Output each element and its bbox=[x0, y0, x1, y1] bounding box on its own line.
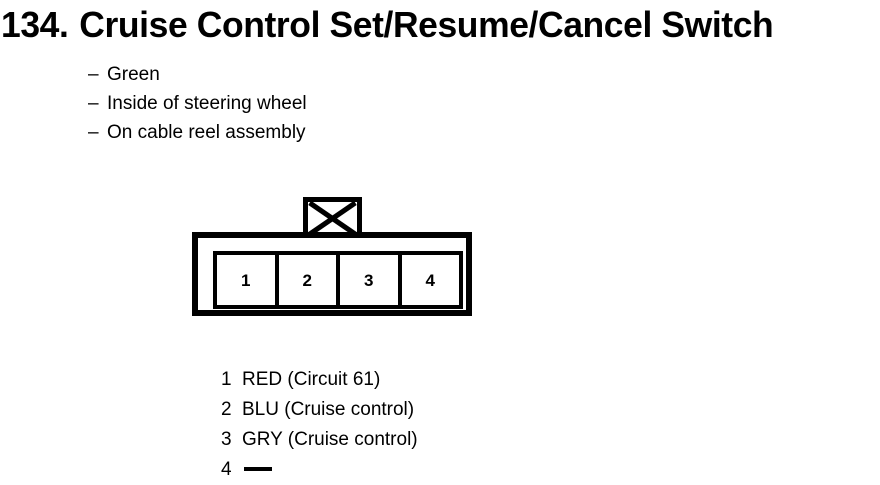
list-item-label: Green bbox=[107, 64, 160, 85]
legend-pin-number: 2 bbox=[221, 399, 232, 420]
pin-number-label: 2 bbox=[302, 270, 312, 290]
legend-empty-dash-icon bbox=[244, 467, 272, 471]
legend-pin-number: 1 bbox=[221, 369, 232, 390]
list-item: –On cable reel assembly bbox=[88, 118, 307, 147]
page-title: 134.Cruise Control Set/Resume/Cancel Swi… bbox=[1, 4, 866, 46]
pin-number-label: 4 bbox=[425, 270, 435, 290]
pin-cell-3: 3 bbox=[340, 255, 402, 305]
connector-diagram: 1 2 3 4 bbox=[192, 197, 472, 316]
legend-row: 2 BLU (Cruise control) bbox=[221, 395, 418, 425]
legend-row: 3 GRY (Cruise control) bbox=[221, 425, 418, 455]
tab-cross-icon bbox=[308, 202, 357, 235]
connector-locking-tab bbox=[303, 197, 362, 235]
bullet-dash-icon: – bbox=[88, 93, 99, 114]
specification-list: –Green –Inside of steering wheel –On cab… bbox=[88, 60, 307, 147]
legend-pin-description: RED (Circuit 61) bbox=[242, 369, 381, 390]
connector-body: 1 2 3 4 bbox=[192, 232, 472, 316]
legend-pin-description: BLU (Cruise control) bbox=[242, 399, 415, 420]
legend-row: 4 bbox=[221, 455, 418, 485]
section-number: 134. bbox=[1, 4, 69, 45]
bullet-dash-icon: – bbox=[88, 122, 99, 143]
pin-cell-1: 1 bbox=[217, 255, 279, 305]
list-item-label: On cable reel assembly bbox=[107, 122, 306, 143]
legend-row: 1 RED (Circuit 61) bbox=[221, 365, 418, 395]
list-item: –Inside of steering wheel bbox=[88, 89, 307, 118]
pin-cell-2: 2 bbox=[279, 255, 340, 305]
page-title-text: Cruise Control Set/Resume/Cancel Switch bbox=[79, 4, 774, 45]
legend-pin-number: 4 bbox=[221, 459, 232, 480]
pin-cell-4: 4 bbox=[402, 255, 460, 305]
bullet-dash-icon: – bbox=[88, 64, 99, 85]
legend-pin-number: 3 bbox=[221, 429, 232, 450]
pin-number-label: 1 bbox=[241, 270, 251, 290]
pin-number-label: 3 bbox=[364, 270, 374, 290]
legend-pin-description: GRY (Cruise control) bbox=[242, 429, 418, 450]
pin-strip: 1 2 3 4 bbox=[213, 251, 463, 309]
list-item-label: Inside of steering wheel bbox=[107, 93, 307, 114]
list-item: –Green bbox=[88, 60, 307, 89]
